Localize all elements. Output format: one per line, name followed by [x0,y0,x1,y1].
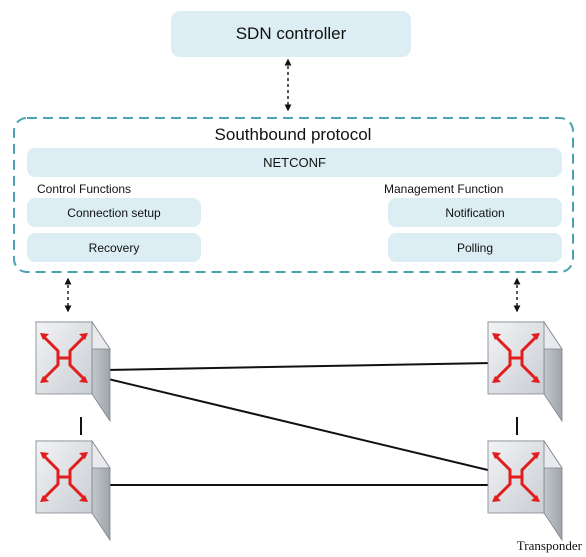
switch-top-left [34,320,112,423]
netconf-label: NETCONF [263,155,326,170]
switch-top-right [486,320,564,423]
polling-box: Polling [388,233,562,262]
netconf-bar: NETCONF [27,148,562,177]
optical-switch-icon [34,439,112,542]
link-top-left-bottom-right [103,377,493,472]
southbound-container [13,117,574,273]
optical-switch-icon [34,320,112,423]
switch-bottom-left [34,439,112,542]
connection-setup-label: Connection setup [67,205,161,220]
recovery-label: Recovery [88,240,140,255]
southbound-title: Southbound protocol [214,125,372,144]
recovery-box: Recovery [27,233,201,262]
connection-setup-box: Connection setup [27,198,201,227]
link-top-left-top-right [103,362,493,371]
sdn-controller-label: SDN controller [235,24,347,43]
optical-switch-icon [486,320,564,423]
notification-box: Notification [388,198,562,227]
management-function-heading: Management Function [384,182,504,196]
polling-label: Polling [456,240,494,255]
sdn-controller-box: SDN controller [171,11,411,57]
notification-label: Notification [445,205,505,220]
switch-bottom-right [486,439,564,542]
network-links [80,362,518,486]
optical-switch-icon [486,439,564,542]
transponder-caption: Transponder [516,538,582,553]
control-functions-heading: Control Functions [37,182,132,196]
